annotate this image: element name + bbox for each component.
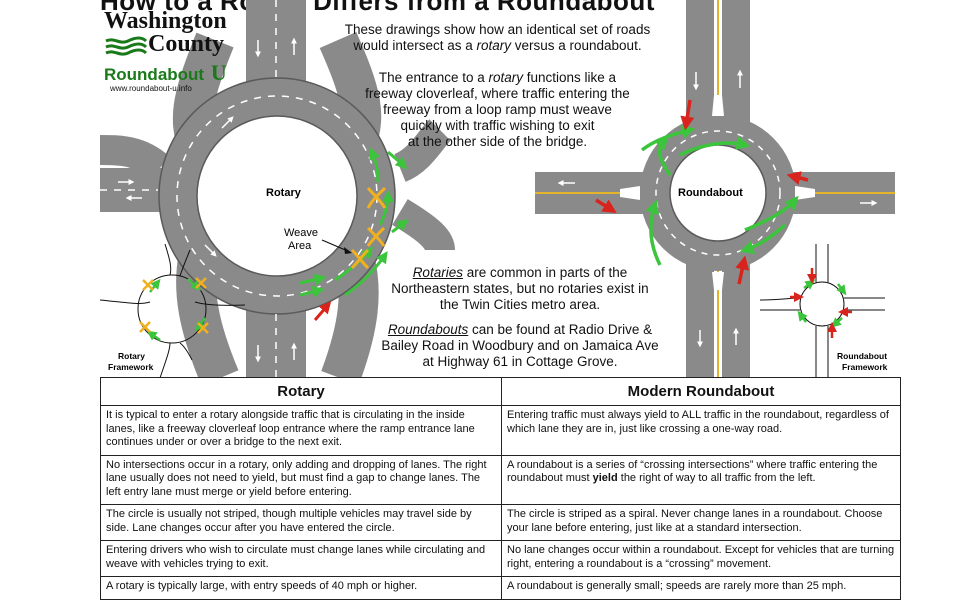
comparison-table: Rotary Modern Roundabout It is typical t… bbox=[100, 377, 901, 600]
rotary-cell: Entering drivers who wish to circulate m… bbox=[100, 540, 502, 577]
rotary-framework-label-2: Framework bbox=[108, 362, 154, 372]
table-header-row: Rotary Modern Roundabout bbox=[100, 377, 901, 406]
rotary-cell: No intersections occur in a rotary, only… bbox=[100, 454, 502, 505]
logo-county: County bbox=[148, 31, 225, 57]
entrance-line1: The entrance to a rotary functions like … bbox=[378, 70, 617, 85]
rotary-cell: A rotary is typically large, with entry … bbox=[100, 576, 502, 600]
rotaries-note: Rotaries are common in parts of the Nort… bbox=[370, 265, 670, 313]
logo-brand-u: U bbox=[210, 60, 227, 85]
rotaries-line1: Rotaries are common in parts of the bbox=[412, 265, 628, 280]
rotaries-line2: Northeastern states, but no rotaries exi… bbox=[391, 281, 649, 296]
intro-text: These drawings show how an identical set… bbox=[335, 22, 660, 54]
roundabouts-line1: Roundabouts can be found at Radio Drive … bbox=[387, 322, 653, 337]
column-header-rotary: Rotary bbox=[100, 377, 502, 406]
entrance-line2: freeway cloverleaf, where traffic enteri… bbox=[365, 86, 630, 101]
roundabout-cell: The circle is striped as a spiral. Never… bbox=[501, 504, 901, 541]
page-title: How to a Rotary Differs from a Roundabou… bbox=[100, 0, 655, 16]
table-row: The circle is usually not striped, thoug… bbox=[100, 504, 901, 541]
roundabout-cell: A roundabout is a series of “crossing in… bbox=[501, 454, 901, 505]
column-header-roundabout: Modern Roundabout bbox=[501, 377, 901, 406]
intro-line2: would intersect as a rotary versus a rou… bbox=[353, 38, 642, 53]
logo-brand: Roundabout U bbox=[104, 60, 227, 86]
roundabouts-line2: Bailey Road in Woodbury and on Jamaica A… bbox=[381, 338, 659, 353]
logo-washington: Washington bbox=[104, 8, 227, 34]
roundabout-label: Roundabout bbox=[678, 187, 743, 199]
rotary-framework-label-1: Rotary bbox=[118, 351, 145, 361]
rotary-cell: The circle is usually not striped, thoug… bbox=[100, 504, 502, 541]
weave-label-line1: Weave bbox=[284, 227, 318, 239]
roundabouts-note: Roundabouts can be found at Radio Drive … bbox=[350, 322, 690, 370]
weave-marks bbox=[350, 186, 387, 270]
entrance-line3: freeway from a loop ramp must weave bbox=[383, 102, 612, 117]
table-row: It is typical to enter a rotary alongsid… bbox=[100, 405, 901, 456]
rotary-framework: Rotary Framework bbox=[99, 243, 246, 378]
roundabout-framework: Roundabout Framework bbox=[759, 244, 888, 378]
entrance-text: The entrance to a rotary functions like … bbox=[335, 70, 660, 150]
intro-line1: These drawings show how an identical set… bbox=[344, 22, 651, 37]
logo-url: www.roundabout-u.info bbox=[110, 84, 192, 93]
rotary-cell: It is typical to enter a rotary alongsid… bbox=[100, 405, 502, 456]
logo-waves-icon bbox=[105, 36, 148, 56]
table-row: Entering drivers who wish to circulate m… bbox=[100, 540, 901, 577]
roundabout-cell: No lane changes occur within a roundabou… bbox=[501, 540, 901, 577]
roundabout-cell: Entering traffic must always yield to AL… bbox=[501, 405, 901, 456]
roundabouts-line3: at Highway 61 in Cottage Grove. bbox=[422, 354, 618, 369]
rotary-label: Rotary bbox=[266, 187, 302, 199]
rotary-center-island bbox=[196, 115, 358, 277]
logo-brand-text: Roundabout bbox=[104, 65, 205, 84]
table-row: No intersections occur in a rotary, only… bbox=[100, 454, 901, 505]
roundabout-diagram: Roundabout bbox=[535, 0, 895, 378]
entrance-line4: quickly with traffic wishing to exit bbox=[400, 118, 595, 133]
roundabout-framework-label-1: Roundabout bbox=[837, 351, 887, 361]
rotaries-line3: the Twin Cities metro area. bbox=[439, 297, 601, 312]
roundabout-framework-label-2: Framework bbox=[842, 362, 888, 372]
weave-label-line2: Area bbox=[288, 240, 312, 252]
entrance-line5: at the other side of the bridge. bbox=[407, 134, 588, 149]
rotary-diagram: Rotary Weave Area bbox=[99, 0, 455, 378]
table-row: A rotary is typically large, with entry … bbox=[100, 576, 901, 600]
roundabout-cell: A roundabout is generally small; speeds … bbox=[501, 576, 901, 600]
intersection-diagrams: Rotary Weave Area Rotary Framework bbox=[99, 0, 895, 378]
